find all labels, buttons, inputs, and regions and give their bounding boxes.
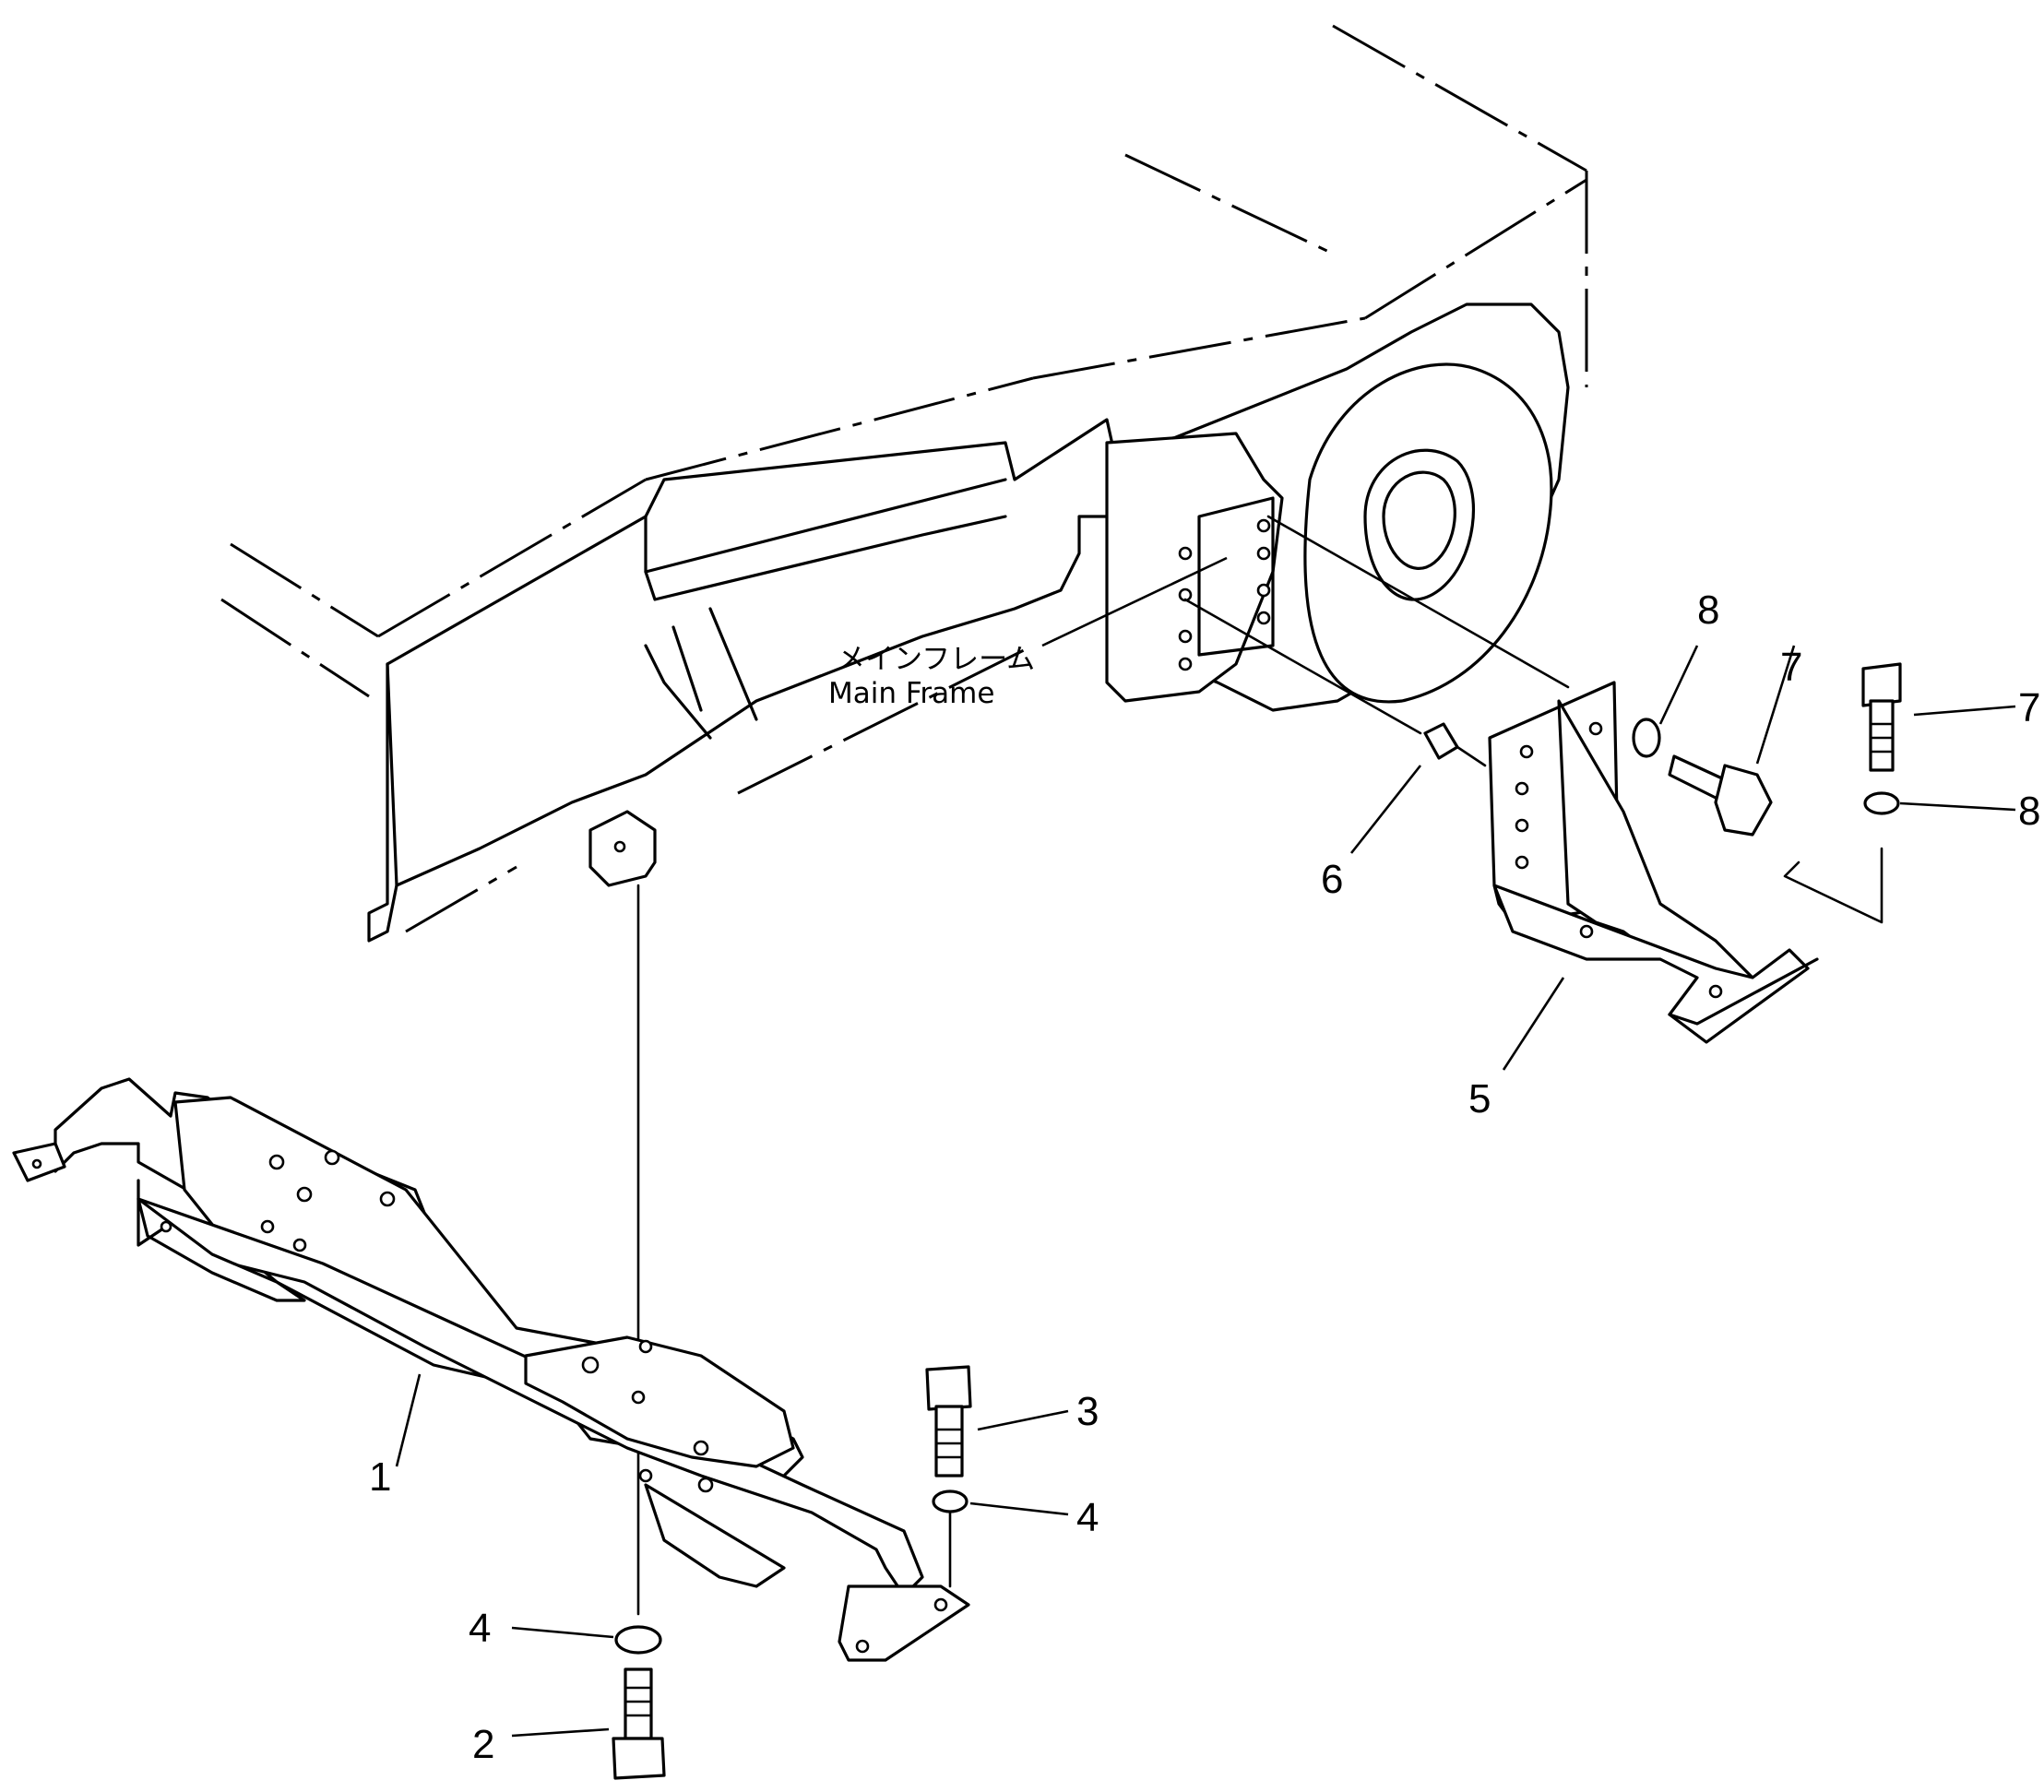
- callout-1: 1: [369, 1454, 391, 1500]
- callout-8-right: 8: [2018, 789, 2040, 834]
- leader-lines: [395, 556, 2016, 1738]
- callout-2: 2: [472, 1722, 494, 1767]
- callout-7-right: 7: [2018, 685, 2040, 730]
- part-8-washer-lower: [1863, 791, 1900, 815]
- callout-3: 3: [1076, 1389, 1099, 1434]
- part-6-pin: [1423, 722, 1459, 760]
- callout-8-center: 8: [1697, 587, 1719, 633]
- main-frame-label-en: Main Frame: [828, 677, 994, 710]
- callout-7-center: 7: [1780, 645, 1802, 690]
- callout-4-lower: 4: [469, 1606, 491, 1651]
- part-7-bolt-horizontal: [1668, 754, 1773, 837]
- callout-6: 6: [1321, 857, 1343, 902]
- part-4-washer-lower: [614, 1625, 662, 1655]
- part-3-bolt: [925, 1365, 972, 1478]
- part-8-washer-upper: [1632, 718, 1661, 758]
- part-4-washer-upper: [932, 1489, 969, 1513]
- main-frame-label-ja: メインフレーム: [837, 643, 1035, 676]
- part-7-bolt-vertical: [1861, 662, 1902, 772]
- part-1-cross-member: [12, 1077, 970, 1662]
- callout-4-upper: 4: [1076, 1495, 1099, 1540]
- callout-5: 5: [1468, 1076, 1491, 1121]
- part-2-bolt: [612, 1667, 666, 1780]
- main-frame-outline: [220, 24, 1588, 943]
- part-5-rear-bracket: [1488, 681, 1819, 1044]
